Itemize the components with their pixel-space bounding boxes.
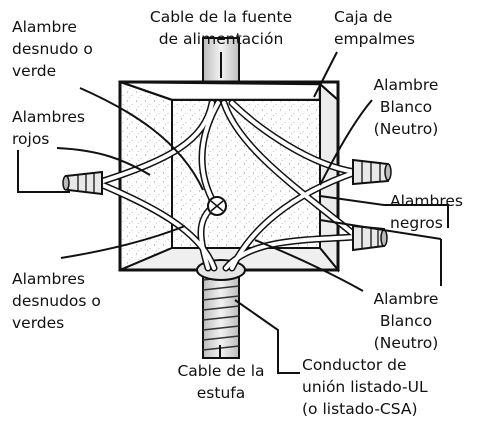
bare-green-top-label-line2: desnudo o [12, 40, 93, 58]
leader-lines [17, 51, 449, 374]
supply-cable-label-line1: Cable de la fuente [149, 8, 293, 26]
white-neutral-bottom-label: Alambre Blanco (Neutro) [352, 288, 460, 354]
white-neutral-bottom-label-line2: Blanco [379, 312, 433, 330]
junction-box-label-line2: empalmes [334, 30, 415, 48]
junction-box [118, 80, 341, 273]
stove-cable-label-line2: estufa [196, 384, 246, 402]
wires [96, 99, 360, 272]
red-wires-label-line2: rojos [12, 130, 50, 148]
white-neutral-bottom-label-line3: (Neutro) [373, 334, 439, 352]
bare-green-bottom-label-line1: Alambres [12, 270, 85, 288]
bare-green-bottom-label-line2: desnudos o [12, 292, 101, 310]
black-wires-label: Alambres negros [390, 190, 463, 234]
bonding-conductor-label-line3: (o listado-CSA) [302, 400, 418, 418]
bare-green-top-label-line1: Alambre [12, 18, 77, 36]
supply-cable-label: Cable de la fuente de alimentación [130, 6, 312, 50]
junction-box-label-line1: Caja de [334, 8, 393, 26]
bonding-conductor-label-line1: Conductor de [302, 356, 407, 374]
black-wires-label-line2: negros [390, 214, 443, 232]
white-neutral-top-label-line2: Blanco [379, 98, 433, 116]
white-neutral-top-label-line1: Alambre [373, 76, 439, 94]
red-wires-label-line1: Alambres [12, 108, 85, 126]
ground-screw [207, 196, 227, 216]
bonding-conductor-label: Conductor de unión listado-UL (o listado… [302, 354, 428, 420]
supply-cable-label-line2: de alimentación [158, 30, 284, 48]
junction-box-label: Caja de empalmes [334, 6, 415, 50]
white-neutral-top-label: Alambre Blanco (Neutro) [352, 74, 460, 140]
bare-green-bottom-label-line3: verdes [12, 314, 65, 332]
wire-nut-left [62, 170, 103, 196]
bare-green-bottom-label: Alambres desnudos o verdes [12, 268, 101, 334]
white-neutral-bottom-label-line1: Alambre [373, 290, 439, 308]
stove-cable-label-line1: Cable de la [177, 362, 265, 380]
stove-cable [196, 259, 246, 359]
bonding-conductor-label-line2: unión listado-UL [302, 378, 428, 396]
black-wires-label-line1: Alambres [390, 192, 463, 210]
bare-green-top-label: Alambre desnudo o verde [12, 16, 93, 82]
wire-nut-right-top [352, 158, 392, 186]
bare-green-top-label-line3: verde [12, 62, 57, 80]
stove-cable-label: Cable de la estufa [158, 360, 284, 404]
red-wires-label: Alambres rojos [12, 106, 85, 150]
white-neutral-top-label-line3: (Neutro) [373, 120, 439, 138]
